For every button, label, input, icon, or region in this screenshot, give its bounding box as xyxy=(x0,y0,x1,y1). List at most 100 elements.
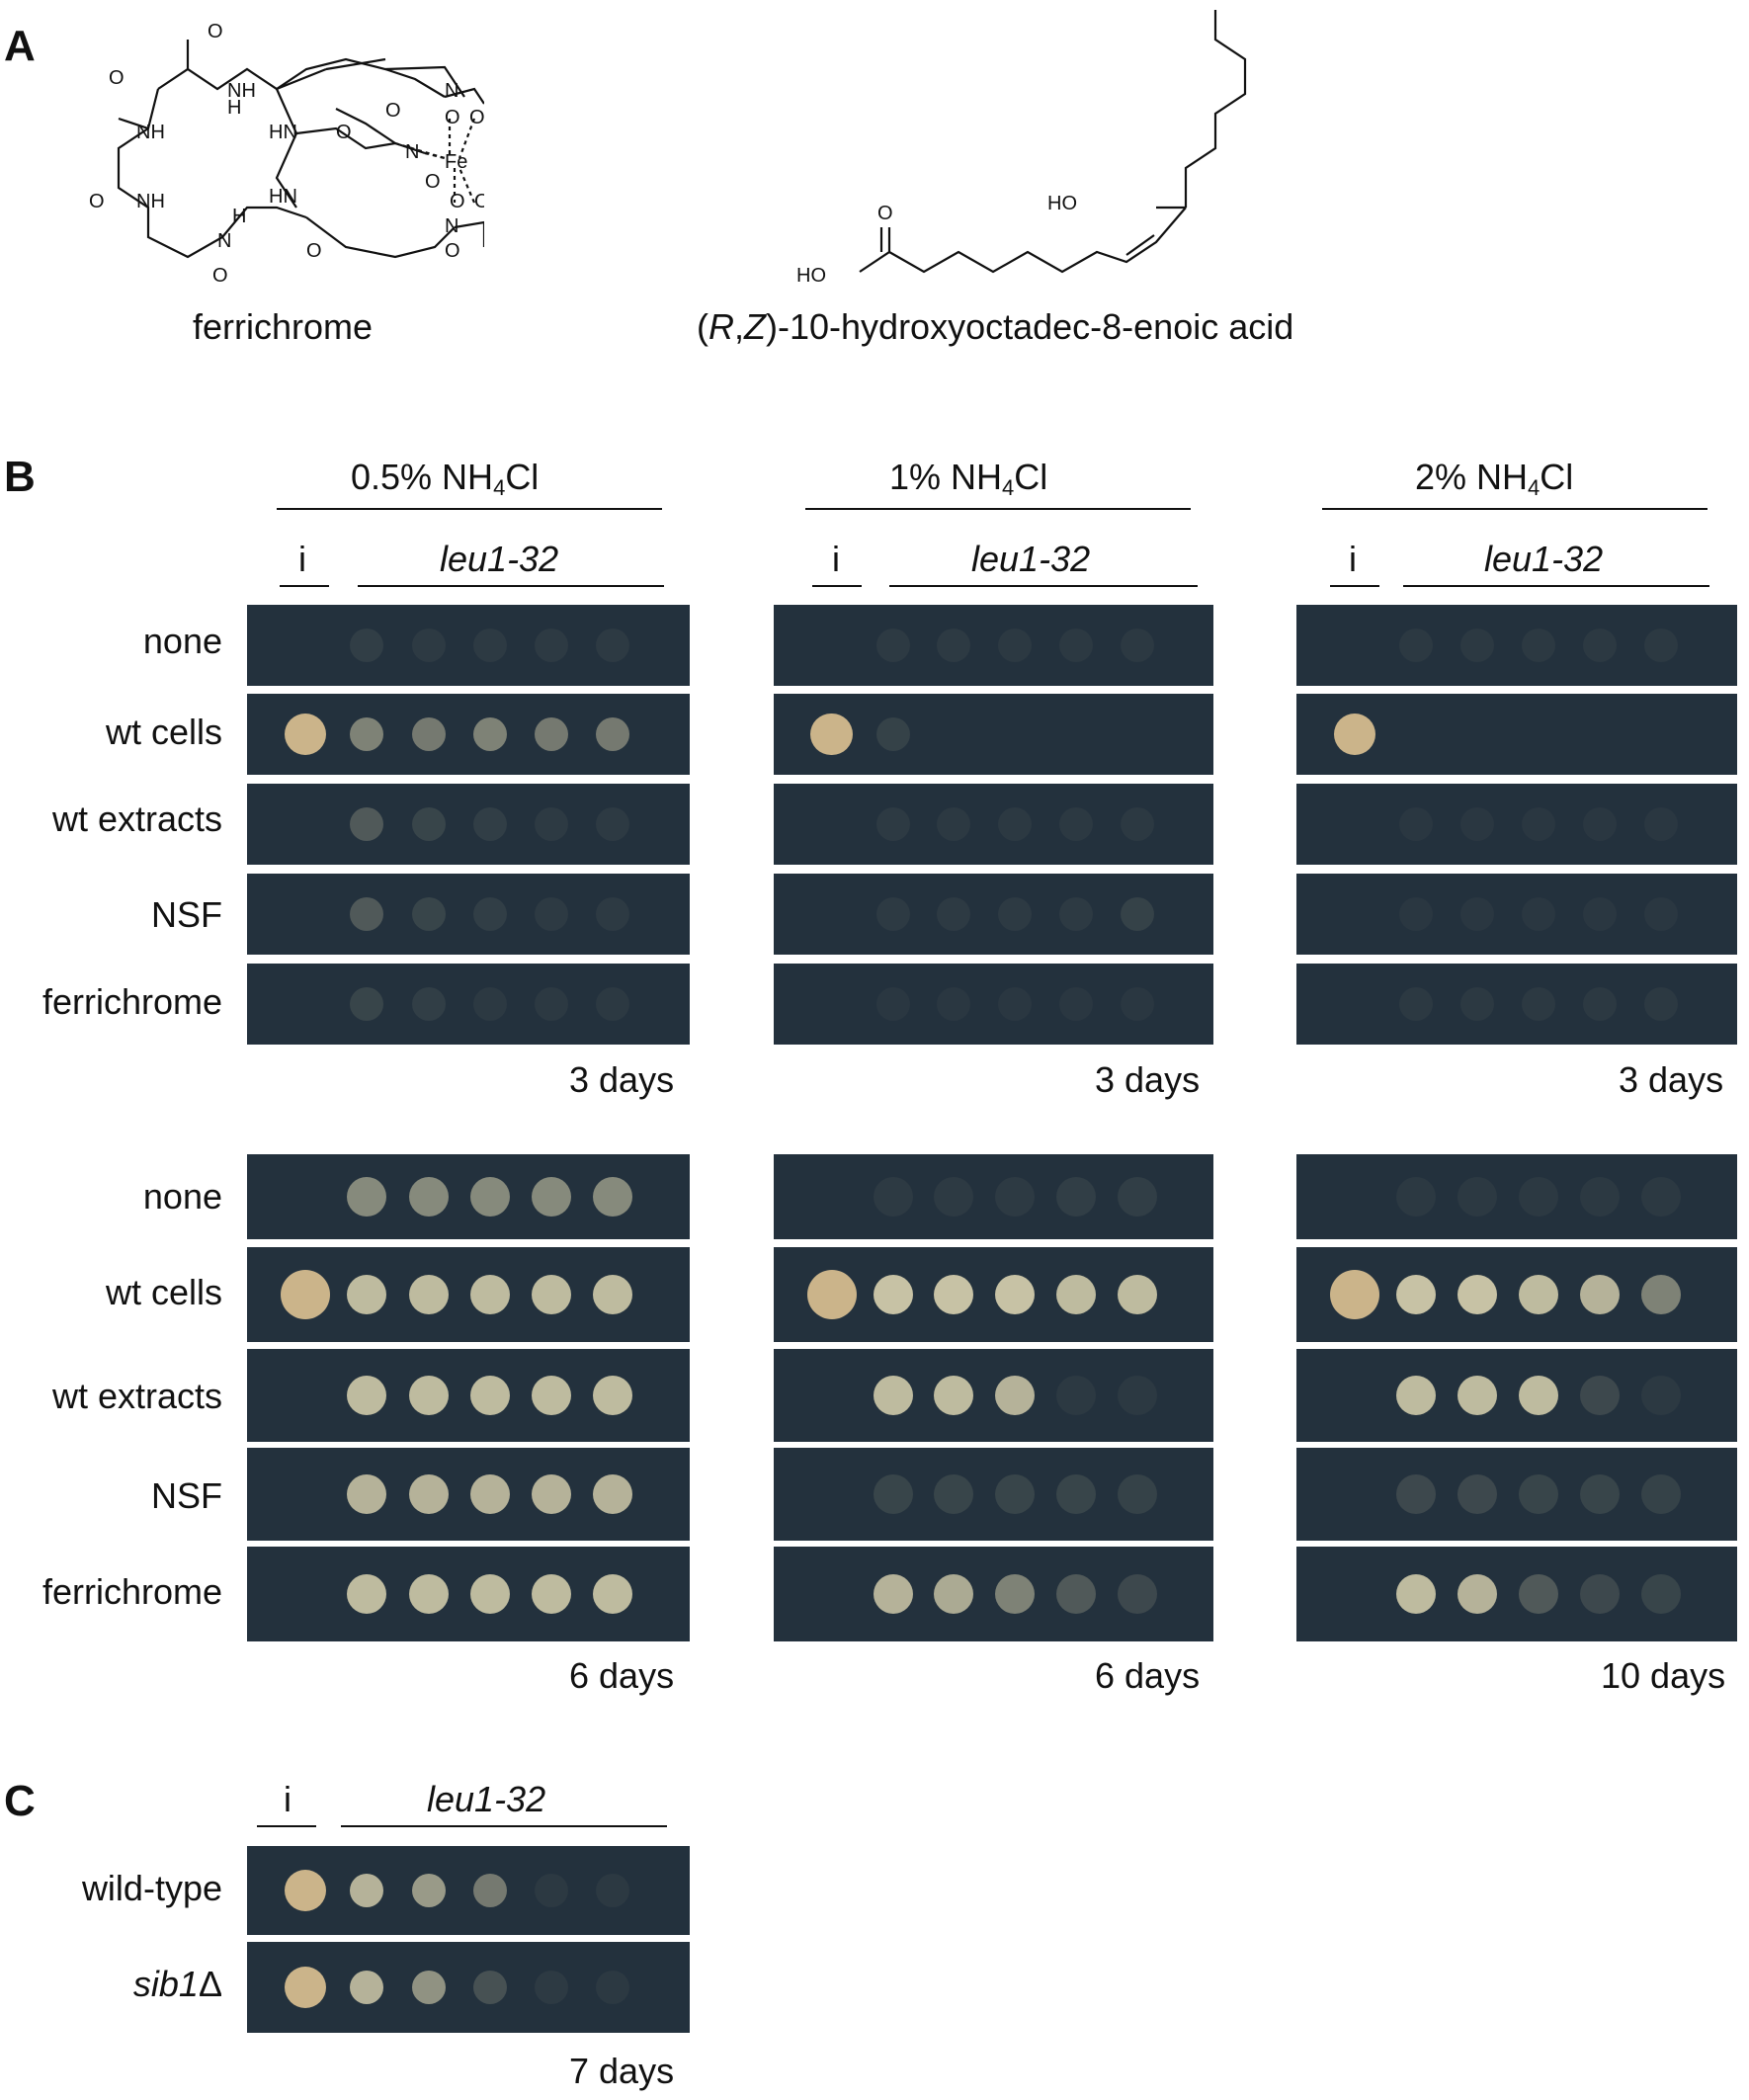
row-label-ferrichrome: ferrichrome xyxy=(42,1571,222,1612)
colony-spot xyxy=(593,1474,633,1514)
time-label: 7 days xyxy=(569,2051,675,2091)
indicator-colony xyxy=(284,713,327,756)
indicator-label: i xyxy=(284,1779,292,1819)
row-label-none: none xyxy=(142,1176,222,1217)
panel-c-label: C xyxy=(4,1777,36,1825)
agar-plate-row xyxy=(247,605,690,686)
colony-spot xyxy=(1582,807,1617,841)
colony-spot xyxy=(1518,1376,1558,1415)
colony-spot xyxy=(532,1474,571,1514)
sub-line xyxy=(341,1825,667,1827)
agar-plate-row xyxy=(1296,1349,1737,1442)
indicator-colony xyxy=(1333,713,1376,756)
indicator-label: i xyxy=(298,539,306,579)
colony-spot xyxy=(937,987,971,1021)
atom-label: O xyxy=(212,265,228,287)
colony-spot xyxy=(1640,1376,1681,1415)
atom-label: NH xyxy=(136,191,165,212)
colony-spot xyxy=(411,1971,446,2004)
atom-label: N xyxy=(405,141,419,163)
sub-line xyxy=(280,585,329,587)
colony-spot xyxy=(472,1971,507,2004)
atom-label: O xyxy=(89,191,105,212)
colony-spot xyxy=(535,629,568,662)
sub-line xyxy=(257,1825,316,1827)
colony-spot xyxy=(1640,1177,1681,1217)
colony-spot xyxy=(1459,807,1494,841)
colony-spot xyxy=(347,1574,387,1614)
atom-label: O xyxy=(336,122,352,143)
colony-spot xyxy=(469,1474,510,1514)
colony-spot xyxy=(535,987,568,1021)
atom-label: O xyxy=(445,240,460,262)
colony-spot xyxy=(995,1275,1036,1314)
colony-spot xyxy=(408,1474,449,1514)
colony-spot xyxy=(469,1177,510,1217)
colony-spot xyxy=(350,717,384,751)
agar-plate-row xyxy=(774,874,1213,955)
colony-spot xyxy=(1521,629,1555,662)
atom-label: O xyxy=(877,203,893,224)
colony-spot xyxy=(998,987,1033,1021)
condition-sub: 4 xyxy=(1002,475,1015,500)
colony-spot xyxy=(1643,987,1678,1021)
time-label: 6 days xyxy=(569,1655,675,1696)
condition-text: 2% NH xyxy=(1415,457,1529,497)
colony-spot xyxy=(1579,1474,1620,1514)
colony-spot xyxy=(411,987,446,1021)
atom-label: N xyxy=(445,80,458,102)
colony-spot xyxy=(1398,629,1433,662)
colony-spot xyxy=(1120,987,1154,1021)
strain-label: leu1-32 xyxy=(440,539,559,579)
agar-plate-row xyxy=(774,605,1213,686)
colony-spot xyxy=(1117,1177,1157,1217)
agar-plate-row xyxy=(1296,1547,1737,1641)
colony-spot xyxy=(1521,897,1555,931)
indicator-colony xyxy=(284,1966,327,2009)
condition-text: Cl xyxy=(1540,457,1574,497)
time-label: 6 days xyxy=(1095,1655,1201,1696)
colony-spot xyxy=(1518,1474,1558,1514)
colony-spot xyxy=(934,1574,974,1614)
sub-line xyxy=(1403,585,1709,587)
atom-label: O xyxy=(445,107,460,128)
gene-name: sib1 xyxy=(132,1964,199,2004)
colony-spot xyxy=(937,897,971,931)
atom-label: O xyxy=(469,107,484,128)
colony-spot xyxy=(1398,897,1433,931)
colony-spot xyxy=(1582,987,1617,1021)
agar-plate-row xyxy=(774,1448,1213,1541)
indicator-label: i xyxy=(832,539,840,579)
agar-plate-row xyxy=(1296,784,1737,865)
colony-spot xyxy=(1395,1474,1436,1514)
colony-spot xyxy=(1055,1474,1096,1514)
time-label: 3 days xyxy=(1619,1059,1724,1100)
colony-spot xyxy=(411,897,446,931)
agar-plate-row xyxy=(774,784,1213,865)
colony-spot xyxy=(873,1574,913,1614)
atom-label: Fe xyxy=(445,151,467,173)
colony-spot xyxy=(596,897,630,931)
colony-spot xyxy=(1518,1275,1558,1314)
colony-spot xyxy=(998,807,1033,841)
colony-spot xyxy=(1459,987,1494,1021)
colony-spot xyxy=(469,1376,510,1415)
colony-spot xyxy=(350,1971,384,2004)
sub-line xyxy=(889,585,1198,587)
colony-spot xyxy=(1457,1574,1497,1614)
colony-spot xyxy=(411,629,446,662)
colony-spot xyxy=(998,629,1033,662)
strain-label: leu1-32 xyxy=(971,539,1091,579)
colony-spot xyxy=(535,717,568,751)
colony-spot xyxy=(1643,807,1678,841)
fatty-acid-caption: (R,Z)-10-hydroxyoctadec-8-enoic acid xyxy=(697,306,1293,348)
colony-spot xyxy=(411,1874,446,1907)
colony-spot xyxy=(875,897,910,931)
fatty-acid-structure: O HO HO xyxy=(796,10,1247,287)
colony-spot xyxy=(1640,1275,1681,1314)
colony-spot xyxy=(596,629,630,662)
agar-plate-row xyxy=(1296,1154,1737,1239)
colony-spot xyxy=(532,1177,571,1217)
colony-spot xyxy=(1055,1275,1096,1314)
atom-label: NH xyxy=(227,80,256,102)
